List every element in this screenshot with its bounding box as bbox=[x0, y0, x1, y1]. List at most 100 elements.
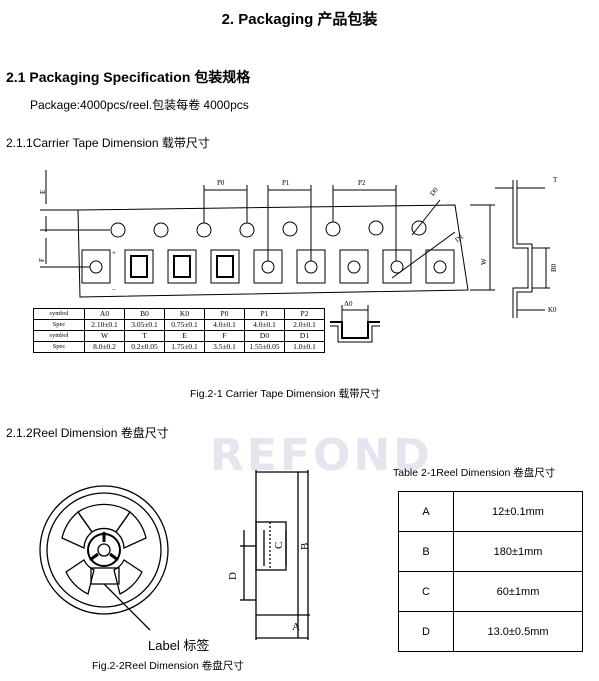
carrier-figure-caption: Fig.2-1 Carrier Tape Dimension 载带尺寸 bbox=[190, 388, 381, 400]
sprocket-hole bbox=[325, 221, 341, 237]
dim-label-w: W bbox=[480, 258, 488, 265]
pocket bbox=[382, 249, 412, 284]
carrier-tape-drawing: E F P0 P1 P2 D0 D1 W T B0 K0 A0 + − bbox=[38, 170, 558, 343]
table-cell: A bbox=[398, 491, 454, 532]
reel-window bbox=[77, 503, 131, 533]
dim-label-k0: K0 bbox=[548, 306, 557, 314]
reel-window bbox=[113, 559, 143, 595]
table-cell: B bbox=[398, 531, 454, 572]
table-row: B 180±1mm bbox=[398, 531, 583, 572]
dim-label-d: D bbox=[227, 572, 239, 580]
component bbox=[216, 255, 234, 278]
section-heading-packaging-spec: 2.1 Packaging Specification 包装规格 bbox=[6, 69, 251, 85]
table-cell: B0 bbox=[124, 308, 165, 320]
package-quantity-text: Package:4000pcs/reel.包装每卷 4000pcs bbox=[30, 98, 249, 112]
dim-label-p0: P0 bbox=[217, 179, 225, 187]
reel-drawing: D C B A bbox=[39, 470, 311, 640]
table-cell: E bbox=[164, 330, 205, 342]
table-cell: 0.75±0.1 bbox=[164, 319, 205, 331]
sprocket-hole bbox=[239, 222, 255, 238]
table-cell: W bbox=[84, 330, 125, 342]
pocket-with-part bbox=[210, 249, 240, 284]
table-cell: 4.0±0.1 bbox=[204, 319, 245, 331]
pocket-with-part bbox=[124, 249, 154, 284]
reel-figure-caption: Fig.2-2Reel Dimension 卷盘尺寸 bbox=[92, 660, 244, 672]
table-cell: symbol bbox=[33, 308, 85, 320]
table-row: D 13.0±0.5mm bbox=[398, 611, 583, 652]
reel-window bbox=[61, 511, 93, 549]
table-cell: 1.75±0.1 bbox=[164, 341, 205, 353]
pocket-hole bbox=[89, 260, 103, 274]
table-cell: 3.5±0.1 bbox=[204, 341, 245, 353]
reel-dimension-table: A 12±0.1mm B 180±1mm C 60±1mm D 13.0±0.5… bbox=[398, 491, 583, 652]
table-cell: P2 bbox=[284, 308, 325, 320]
table-cell: P0 bbox=[204, 308, 245, 320]
component bbox=[173, 255, 191, 278]
reel-table-caption: Table 2-1Reel Dimension 卷盘尺寸 bbox=[393, 467, 556, 479]
table-row: C 60±1mm bbox=[398, 571, 583, 612]
dim-label-p2: P2 bbox=[358, 179, 366, 187]
table-cell: 2.0±0.1 bbox=[284, 319, 325, 331]
table-cell: K0 bbox=[164, 308, 205, 320]
table-cell: C bbox=[398, 571, 454, 612]
sprocket-hole bbox=[196, 222, 212, 238]
carrier-spec-table: symbol A0 B0 K0 P0 P1 P2 Spec 2.10±0.1 3… bbox=[33, 308, 325, 353]
sprocket-hole bbox=[153, 222, 169, 238]
reel-window bbox=[65, 559, 95, 595]
table-cell: D1 bbox=[284, 330, 325, 342]
reel-window bbox=[115, 511, 147, 549]
table-cell: 60±1mm bbox=[453, 571, 583, 612]
table-cell: 180±1mm bbox=[453, 531, 583, 572]
table-cell: F bbox=[204, 330, 245, 342]
dim-label-d0: D0 bbox=[428, 185, 440, 197]
pocket bbox=[339, 249, 369, 284]
dim-label-d1: D1 bbox=[454, 232, 466, 244]
label-area bbox=[90, 567, 120, 585]
table-cell: A0 bbox=[84, 308, 125, 320]
table-cell: Spec bbox=[33, 319, 85, 331]
table-cell: 0.2±0.05 bbox=[124, 341, 165, 353]
pocket-hole bbox=[347, 260, 361, 274]
pocket-hole bbox=[304, 260, 318, 274]
reel-outer-ring bbox=[39, 485, 169, 615]
table-row: A 12±0.1mm bbox=[398, 491, 583, 532]
pocket bbox=[425, 249, 455, 284]
sprocket-hole bbox=[282, 221, 298, 237]
table-row: symbol W T E F D0 D1 bbox=[33, 330, 325, 342]
page-title: 2. Packaging 产品包装 bbox=[221, 11, 378, 28]
dim-label-f: F bbox=[38, 258, 46, 262]
table-row: Spec 8.0±0.2 0.2±0.05 1.75±0.1 3.5±0.1 1… bbox=[33, 341, 325, 353]
dim-label-p1: P1 bbox=[282, 179, 290, 187]
dim-label-a0: A0 bbox=[344, 300, 353, 308]
table-cell: D bbox=[398, 611, 454, 652]
table-cell: D0 bbox=[244, 330, 285, 342]
table-cell: 12±0.1mm bbox=[453, 491, 583, 532]
table-cell: 2.10±0.1 bbox=[84, 319, 125, 331]
pocket-hole bbox=[390, 260, 404, 274]
dim-label-b0: B0 bbox=[550, 263, 558, 272]
dim-label-t: T bbox=[553, 176, 558, 184]
dim-label-e: E bbox=[39, 190, 47, 194]
table-row: symbol A0 B0 K0 P0 P1 P2 bbox=[33, 308, 325, 320]
table-cell: 4.0±0.1 bbox=[244, 319, 285, 331]
pocket-with-part bbox=[167, 249, 197, 284]
sprocket-hole bbox=[110, 222, 126, 238]
table-cell: symbol bbox=[33, 330, 85, 342]
table-cell: 1.55±0.05 bbox=[244, 341, 285, 353]
table-cell: Spec bbox=[33, 341, 85, 353]
table-cell: 3.05±0.1 bbox=[124, 319, 165, 331]
reel-heading: 2.1.2Reel Dimension 卷盘尺寸 bbox=[6, 426, 169, 440]
table-cell: P1 bbox=[244, 308, 285, 320]
table-cell: 1.0±0.1 bbox=[284, 341, 325, 353]
table-cell: 8.0±0.2 bbox=[84, 341, 125, 353]
table-cell: T bbox=[124, 330, 165, 342]
pocket-hole bbox=[261, 260, 275, 274]
table-row: Spec 2.10±0.1 3.05±0.1 0.75±0.1 4.0±0.1 … bbox=[33, 319, 325, 331]
dim-label-b: B bbox=[299, 543, 311, 550]
dim-label-c: C bbox=[273, 542, 285, 549]
dim-label-a: A bbox=[292, 621, 300, 633]
component bbox=[130, 255, 148, 278]
table-cell: 13.0±0.5mm bbox=[453, 611, 583, 652]
watermark-logo: REFOND bbox=[210, 430, 433, 481]
polarity-minus: − bbox=[112, 286, 116, 294]
